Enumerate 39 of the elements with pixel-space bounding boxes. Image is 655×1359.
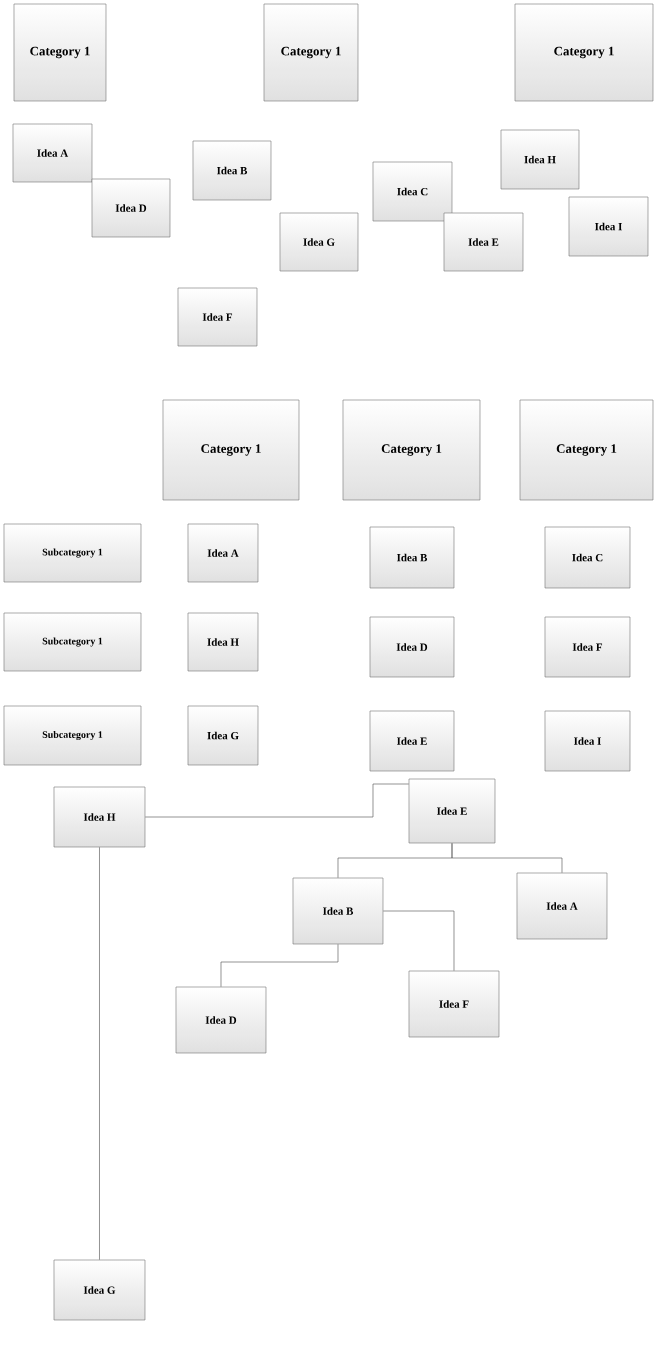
category-box: Category 1 xyxy=(342,399,481,501)
idea-box: Idea D xyxy=(175,986,267,1054)
idea-box: Idea F xyxy=(177,287,258,347)
connector-line xyxy=(145,783,409,818)
idea-box: Idea C xyxy=(544,526,631,589)
idea-box: Idea G xyxy=(53,1259,146,1321)
category-box: Category 1 xyxy=(13,3,107,102)
category-box: Category 1 xyxy=(519,399,654,501)
idea-box: Idea A xyxy=(187,523,259,583)
idea-box: Idea F xyxy=(408,970,500,1038)
idea-box: Idea E xyxy=(369,710,455,772)
idea-box: Idea C xyxy=(372,161,453,222)
idea-box: Idea E xyxy=(408,778,496,844)
connector-line xyxy=(220,944,339,987)
idea-box: Idea A xyxy=(12,123,93,183)
idea-box: Idea E xyxy=(443,212,524,272)
idea-box: Idea A xyxy=(516,872,608,940)
subcategory-box: Subcategory 1 xyxy=(3,705,142,766)
idea-box: Idea H xyxy=(53,786,146,848)
category-box: Category 1 xyxy=(514,3,654,102)
idea-box: Idea D xyxy=(91,178,171,238)
subcategory-box: Subcategory 1 xyxy=(3,612,142,672)
idea-box: Idea G xyxy=(279,212,359,272)
idea-box: Idea B xyxy=(192,140,272,201)
subcategory-box: Subcategory 1 xyxy=(3,523,142,583)
idea-box: Idea B xyxy=(369,526,455,589)
idea-box: Idea B xyxy=(292,877,384,945)
idea-box: Idea I xyxy=(568,196,649,257)
connector-line xyxy=(383,910,455,971)
idea-box: Idea I xyxy=(544,710,631,772)
idea-box: Idea D xyxy=(369,616,455,678)
category-box: Category 1 xyxy=(263,3,359,102)
idea-box: Idea H xyxy=(500,129,580,190)
idea-box: Idea F xyxy=(544,616,631,678)
idea-box: Idea H xyxy=(187,612,259,672)
connector-line xyxy=(451,843,563,873)
connector-line xyxy=(99,847,100,1260)
idea-box: Idea G xyxy=(187,705,259,766)
category-box: Category 1 xyxy=(162,399,300,501)
